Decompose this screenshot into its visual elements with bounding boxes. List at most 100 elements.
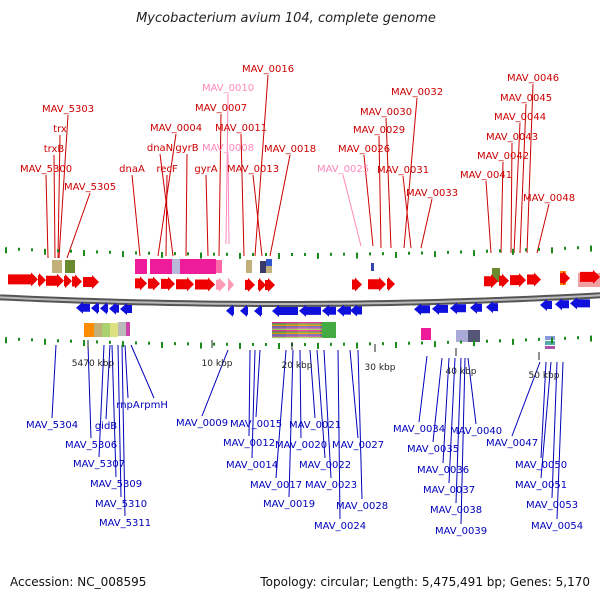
feature-block bbox=[150, 259, 172, 274]
gene-label-top: MAV_0029 bbox=[353, 125, 405, 136]
left-arrow-icon bbox=[486, 301, 498, 314]
gene-label-bottom: MAV_0047 bbox=[486, 438, 538, 449]
gene-label-top: MAV_0010 bbox=[202, 83, 254, 94]
gene-label-bottom: MAV_0021 bbox=[289, 420, 341, 431]
gene-label-bottom: MAV_0023 bbox=[305, 480, 357, 491]
scale-tick-label: 30 kbp bbox=[365, 363, 396, 373]
feature-block bbox=[246, 260, 252, 273]
right-arrow-icon bbox=[245, 277, 255, 292]
leader-line-bottom bbox=[130, 344, 155, 399]
leader-line-top bbox=[252, 174, 263, 257]
gene-label-bottom: MAV_0039 bbox=[435, 526, 487, 537]
left-arrow-icon bbox=[432, 302, 448, 315]
feature-block bbox=[492, 268, 500, 282]
leader-line-bottom bbox=[551, 361, 558, 499]
gene-label-bottom: MAV_5304 bbox=[26, 420, 78, 431]
leader-line-top bbox=[500, 161, 504, 254]
leader-line-bottom bbox=[316, 349, 326, 459]
leader-line-bottom bbox=[455, 357, 462, 504]
leader-line-bottom bbox=[460, 357, 466, 525]
feature-stripe bbox=[272, 335, 322, 337]
gene-label-top: MAV_0008 bbox=[202, 143, 254, 154]
gene-label-top: MAV_0030 bbox=[360, 107, 412, 118]
right-arrow-icon bbox=[258, 277, 266, 292]
leader-line-bottom bbox=[448, 357, 456, 484]
gene-label-bottom: MAV_0034 bbox=[393, 424, 445, 435]
feature-block bbox=[320, 322, 336, 338]
leader-line-top bbox=[131, 174, 141, 257]
leader-line-bottom bbox=[556, 361, 564, 520]
left-arrow-icon bbox=[337, 304, 351, 317]
left-arrow-icon bbox=[414, 303, 430, 316]
gene-label-top: MAV_0048 bbox=[523, 193, 575, 204]
gene-label-top: MAV_5305 bbox=[64, 182, 116, 193]
leader-line-bottom bbox=[87, 344, 92, 439]
leader-line-bottom bbox=[248, 349, 251, 437]
gene-label-top: dnaN bbox=[147, 143, 173, 154]
leader-line-top bbox=[45, 174, 49, 259]
gene-label-bottom: MAV_0054 bbox=[531, 521, 583, 532]
right-arrow-icon bbox=[580, 269, 600, 284]
feature-block bbox=[545, 336, 555, 340]
topology-text: Topology: circular; Length: 5,475,491 bp… bbox=[259, 575, 590, 589]
gene-label-top: MAV_5303 bbox=[42, 104, 94, 115]
gene-label-top: MAV_0007 bbox=[195, 103, 247, 114]
right-arrow-icon bbox=[484, 274, 498, 289]
left-arrow-icon bbox=[470, 301, 482, 314]
leader-line-bottom bbox=[251, 349, 256, 459]
feature-stripe bbox=[272, 327, 322, 329]
feature-block bbox=[260, 261, 268, 273]
leader-line-top bbox=[536, 203, 550, 254]
right-arrow-icon bbox=[216, 277, 226, 292]
feature-block bbox=[94, 323, 102, 337]
feature-stripe bbox=[272, 334, 322, 336]
gene-label-top: trxB bbox=[44, 144, 65, 155]
left-arrow-icon bbox=[100, 302, 108, 315]
leader-line-top bbox=[240, 133, 245, 257]
leader-line-bottom bbox=[349, 349, 359, 439]
right-arrow-icon bbox=[64, 274, 72, 289]
left-arrow-icon bbox=[299, 304, 321, 317]
leader-line-top bbox=[185, 153, 188, 257]
gene-label-top: MAV_0026 bbox=[338, 144, 390, 155]
feature-stripe bbox=[272, 323, 322, 325]
feature-block bbox=[216, 260, 222, 273]
feature-stripe bbox=[272, 330, 322, 332]
gene-label-bottom: MAV_0035 bbox=[407, 444, 459, 455]
leader-line-bottom bbox=[117, 344, 122, 498]
left-arrow-icon bbox=[76, 301, 90, 314]
leader-line-bottom bbox=[442, 357, 450, 464]
gene-label-bottom: MAV_0037 bbox=[423, 485, 475, 496]
feature-block bbox=[52, 260, 62, 273]
leader-line-bottom bbox=[98, 344, 105, 458]
leader-line-bottom bbox=[323, 349, 332, 479]
feature-block bbox=[126, 322, 130, 336]
gene-label-top: trx bbox=[53, 124, 67, 135]
leader-line-bottom bbox=[201, 349, 229, 417]
feature-block bbox=[421, 328, 431, 340]
leader-line-top bbox=[510, 142, 513, 254]
leader-line-bottom bbox=[540, 361, 552, 479]
gene-label-top: MAV_0044 bbox=[494, 112, 546, 123]
gene-label-bottom: gidB bbox=[95, 421, 117, 432]
left-arrow-icon bbox=[109, 302, 119, 315]
feature-stripe bbox=[272, 332, 322, 335]
leader-line-top bbox=[402, 175, 412, 249]
leader-line-bottom bbox=[432, 357, 443, 443]
gene-labels: MAV_5303trxtrxBMAV_5300MAV_5305dnaAMAV_0… bbox=[20, 64, 583, 537]
gene-label-top: MAV_0046 bbox=[507, 73, 559, 84]
leader-line-bottom bbox=[105, 344, 111, 420]
gene-label-top: MAV_0013 bbox=[227, 164, 279, 175]
leader-line-bottom bbox=[255, 349, 261, 418]
gene-label-bottom: MAV_0050 bbox=[515, 460, 567, 471]
scale-tick-label: 10 kbp bbox=[202, 359, 233, 369]
gene-label-top: MAV_0045 bbox=[500, 93, 552, 104]
scale-tick-label: 5470 kbp bbox=[72, 359, 115, 369]
leader-line-top bbox=[254, 74, 269, 257]
gene-label-bottom: MAV_0036 bbox=[417, 465, 469, 476]
leader-line-bottom bbox=[51, 344, 57, 419]
feature-stripe bbox=[272, 322, 322, 324]
leader-line-top bbox=[58, 114, 69, 259]
leader-line-top bbox=[403, 97, 418, 249]
feature-block bbox=[266, 259, 272, 267]
